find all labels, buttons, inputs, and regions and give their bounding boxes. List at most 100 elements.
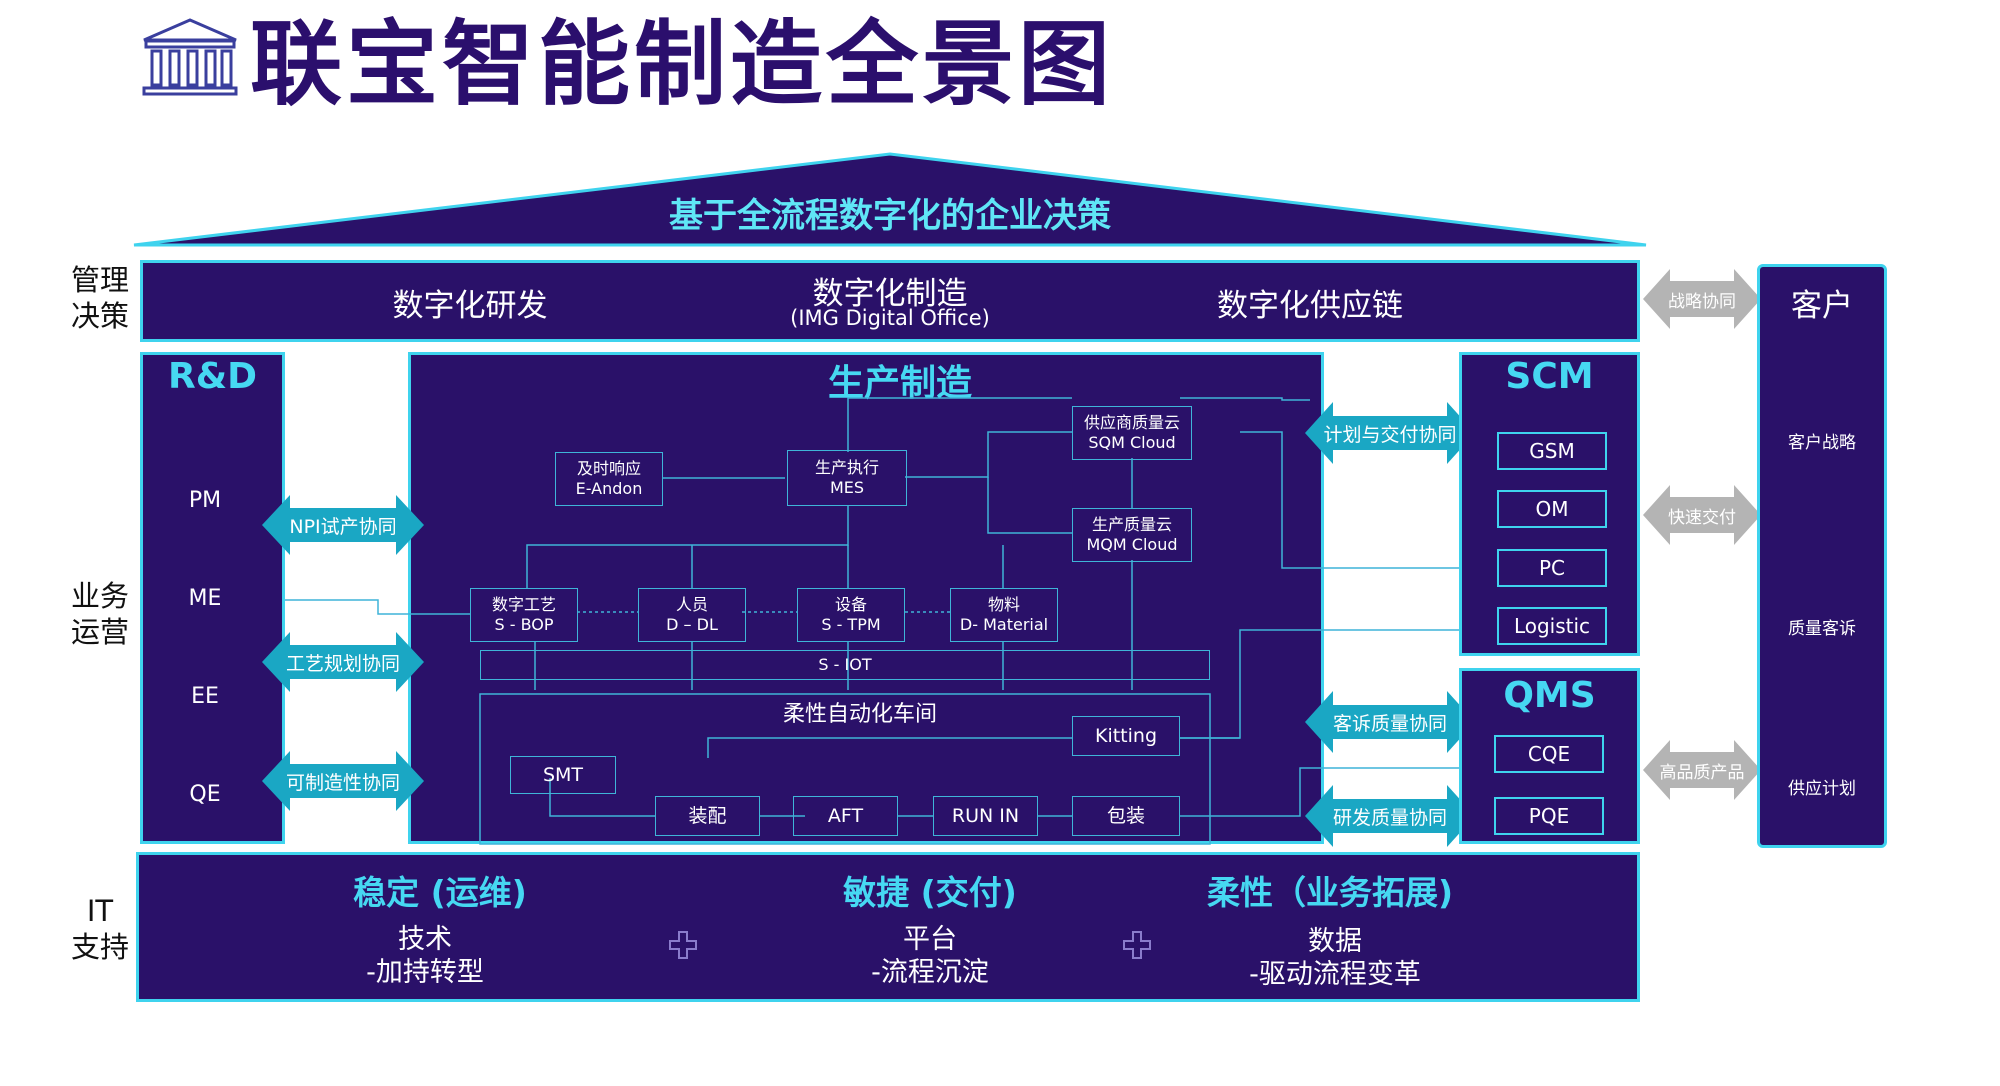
box-iot: S - IOT: [480, 650, 1210, 680]
packing-label: 包装: [1106, 805, 1145, 827]
it-col1-line1: 技术: [398, 924, 452, 955]
decision-item-rd: 数字化研发: [392, 288, 548, 324]
tpm-sub: S - TPM: [821, 615, 881, 634]
decision-item-mfg: 数字化制造: [812, 276, 968, 312]
scm-title: SCM: [1505, 356, 1594, 397]
pqe-label: PQE: [1528, 803, 1570, 828]
sqm-sub: SQM Cloud: [1088, 433, 1176, 452]
box-aft: AFT: [793, 796, 898, 836]
pc-label: PC: [1538, 555, 1566, 580]
box-mes: 生产执行 MES: [787, 450, 907, 506]
mqm-label: 生产质量云: [1091, 515, 1172, 534]
label-it: IT 支持: [55, 893, 145, 965]
box-andon: 及时响应 E-Andon: [555, 452, 663, 506]
dl-label: 人员: [675, 595, 708, 614]
tpm-label: 设备: [834, 595, 867, 614]
customer-item-strategy: 客户战略: [1788, 433, 1856, 453]
page-title: 联宝智能制造全景图: [250, 11, 1115, 118]
material-label: 物料: [987, 595, 1020, 614]
box-dl: 人员 D – DL: [638, 588, 746, 642]
roof-title: 基于全流程数字化的企业决策: [669, 196, 1111, 236]
gsm-label: GSM: [1529, 438, 1575, 463]
it-col1-head: 稳定 (运维): [353, 873, 527, 912]
decision-band: [140, 260, 1640, 342]
sqm-label: 供应商质量云: [1083, 413, 1180, 432]
arrow-npi: [262, 495, 424, 555]
runin-label: RUN IN: [951, 805, 1020, 827]
rd-item-me: ME: [188, 586, 222, 611]
label-ops-line1: 业务: [70, 579, 129, 613]
andon-sub: E-Andon: [575, 479, 643, 498]
bop-label: 数字工艺: [491, 595, 556, 614]
smt-label: SMT: [542, 764, 584, 786]
kitting-label: Kitting: [1094, 725, 1158, 747]
cqe-label: CQE: [1527, 741, 1571, 766]
assembly-label: 装配: [688, 805, 727, 827]
decision-item-scm: 数字化供应链: [1217, 288, 1403, 324]
rd-item-qe: QE: [189, 782, 221, 807]
arrow-rdquality: [1305, 785, 1475, 847]
arrow-rdquality-label: 研发质量协同: [1332, 807, 1447, 829]
rd-item-pm: PM: [188, 488, 222, 513]
it-col3-line1: 数据: [1308, 926, 1362, 957]
it-col3-line2: -驱动流程变革: [1249, 959, 1421, 990]
arrow-dfm-label: 可制造性协同: [285, 772, 400, 794]
box-assembly: 装配: [655, 796, 760, 836]
bop-sub: S - BOP: [494, 615, 554, 634]
scm-panel: [1459, 352, 1640, 656]
arrow-strategy: [1643, 269, 1761, 329]
om-label: OM: [1535, 496, 1569, 521]
arrow-complaint-label: 客诉质量协同: [1332, 713, 1447, 735]
mes-sub: MES: [829, 478, 865, 497]
box-mqm: 生产质量云 MQM Cloud: [1072, 508, 1192, 562]
arrow-delivery: [1643, 485, 1761, 545]
roof-shape: [133, 152, 1647, 247]
logistic-label: Logistic: [1513, 613, 1591, 638]
scm-item-om: OM: [1497, 490, 1607, 528]
label-mgmt: 管理 决策: [55, 262, 145, 334]
it-col1-line2: -加持转型: [366, 957, 484, 988]
it-col2-head: 敏捷 (交付): [843, 873, 1017, 912]
label-mgmt-line1: 管理: [70, 263, 129, 297]
label-it-line1: IT: [86, 894, 114, 928]
it-band: [136, 852, 1640, 1002]
arrow-delivery-label: 快速交付: [1668, 508, 1736, 528]
mqm-sub: MQM Cloud: [1086, 535, 1178, 554]
arrow-quality-label: 高品质产品: [1659, 763, 1745, 783]
andon-label: 及时响应: [576, 459, 641, 478]
arrow-process: [262, 632, 424, 692]
scm-item-logistic: Logistic: [1497, 607, 1607, 645]
box-kitting: Kitting: [1072, 716, 1180, 756]
box-packing: 包装: [1072, 796, 1180, 836]
arrow-plan: [1305, 402, 1475, 464]
customer-panel: [1757, 264, 1887, 848]
plus-icon: [1123, 931, 1151, 959]
aft-label: AFT: [827, 805, 864, 827]
qms-item-pqe: PQE: [1494, 797, 1604, 835]
it-col2-line2: -流程沉淀: [871, 957, 989, 988]
box-sqm: 供应商质量云 SQM Cloud: [1072, 406, 1192, 460]
plus-icon: [669, 931, 697, 959]
arrow-npi-label: NPI试产协同: [289, 516, 397, 538]
box-runin: RUN IN: [933, 796, 1038, 836]
rd-title: R&D: [168, 356, 257, 397]
box-material: 物料 D- Material: [950, 588, 1058, 642]
arrow-quality: [1643, 740, 1761, 800]
temple-icon: [142, 18, 238, 96]
iot-label: S - IOT: [818, 655, 872, 674]
workshop-title: 柔性自动化车间: [782, 702, 937, 727]
rd-panel: [140, 352, 285, 844]
dl-sub: D – DL: [666, 615, 718, 634]
scm-item-pc: PC: [1497, 549, 1607, 587]
customer-item-supply: 供应计划: [1788, 779, 1856, 799]
label-ops-line2: 运营: [70, 615, 129, 649]
arrow-complaint: [1305, 691, 1475, 753]
arrow-strategy-label: 战略协同: [1668, 292, 1736, 312]
box-tpm: 设备 S - TPM: [797, 588, 905, 642]
it-col3-head: 柔性（业务拓展): [1206, 873, 1454, 912]
arrow-dfm: [262, 751, 424, 811]
customer-item-complaint: 质量客诉: [1788, 619, 1856, 639]
material-sub: D- Material: [959, 615, 1049, 634]
